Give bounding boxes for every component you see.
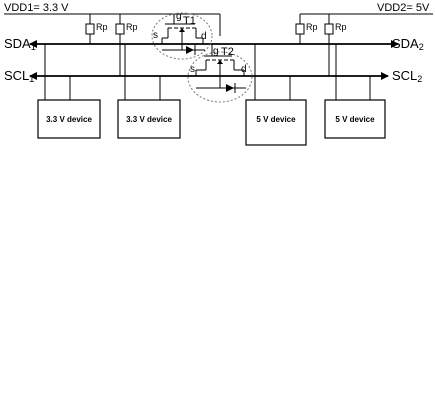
t2-source-label: s bbox=[190, 64, 195, 75]
vdd1-rail: VDD1= 3.3 V bbox=[4, 2, 220, 15]
t2-drain-label: d bbox=[241, 64, 247, 75]
pullup-resistor-scl1: Rp bbox=[115, 14, 138, 76]
device-label: 5 V device bbox=[256, 115, 296, 124]
vdd2-label: VDD2= 5V bbox=[377, 2, 430, 14]
sda1-label: SDA1 bbox=[4, 36, 36, 52]
sda2-label: SDA2 bbox=[392, 36, 424, 52]
resistor-label: Rp bbox=[96, 22, 108, 32]
t1-gate-label: g bbox=[176, 11, 182, 22]
sda-bus: SDA1 SDA2 bbox=[4, 36, 424, 52]
resistor-label: Rp bbox=[306, 22, 318, 32]
vdd1-label: VDD1= 3.3 V bbox=[4, 2, 69, 14]
resistor-label: Rp bbox=[126, 22, 138, 32]
transistor-t1: T1 g s d bbox=[151, 11, 213, 60]
transistor-t2: T2 g s d bbox=[187, 44, 253, 103]
t1-drain-label: d bbox=[201, 31, 207, 42]
device-box: 5 V device bbox=[245, 99, 307, 146]
device-box: 3.3 V device bbox=[117, 99, 181, 139]
resistor-label: Rp bbox=[335, 22, 347, 32]
pullup-resistor-sda1: Rp bbox=[85, 14, 108, 44]
vdd2-rail: VDD2= 5V bbox=[219, 2, 433, 36]
scl-bus: SCL1 SCL2 bbox=[4, 68, 422, 84]
device-connections bbox=[44, 44, 371, 100]
t1-source-label: s bbox=[153, 30, 158, 41]
scl2-label: SCL2 bbox=[392, 68, 422, 84]
device-label: 5 V device bbox=[335, 115, 375, 124]
t2-name: T2 bbox=[221, 46, 234, 58]
scl1-label: SCL1 bbox=[4, 68, 34, 84]
device-label: 3.3 V device bbox=[46, 115, 92, 124]
pullup-resistor-sda2: Rp bbox=[295, 14, 318, 44]
device-label: 3.3 V device bbox=[126, 115, 172, 124]
t1-name: T1 bbox=[183, 15, 196, 27]
t2-gate-label: g bbox=[213, 46, 219, 57]
device-box: 5 V device bbox=[324, 99, 386, 139]
device-box: 3.3 V device bbox=[37, 99, 101, 139]
